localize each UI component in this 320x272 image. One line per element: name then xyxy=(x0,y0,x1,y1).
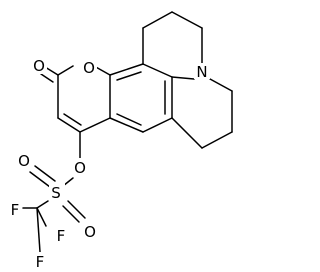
chemical-structure-diagram: O O N O S O O F F F xyxy=(8,11,233,271)
bond-ch2-e-ch2-f xyxy=(201,131,233,149)
bond-cf3-f3 xyxy=(36,207,41,253)
bond-c5-c4a-inner xyxy=(116,113,142,126)
bond-c3-c4-double-inner xyxy=(63,113,82,126)
bond-ch2-f-c6 xyxy=(171,117,203,149)
atom-label-s1: S xyxy=(51,184,61,202)
atom-labels: O O N O S O O F F F xyxy=(8,57,210,271)
atom-label-f3: F xyxy=(36,253,45,271)
bond-s-o4-double xyxy=(34,165,56,182)
atom-label-o5: O xyxy=(84,223,96,241)
bond-ch2-a-ch2-b xyxy=(142,11,173,29)
bond-c3-c4-double xyxy=(57,117,81,133)
bond-s-cf3 xyxy=(36,200,49,209)
bond-c2-exo-o-double xyxy=(44,66,59,76)
bond-n-ch2-d xyxy=(209,78,233,92)
bond-n-c7 xyxy=(171,76,195,80)
bond-c2-exo-o-double-2 xyxy=(40,73,54,83)
bond-c8a-c8 xyxy=(109,63,144,76)
bond-c8-c7 xyxy=(142,63,173,78)
atom-label-f1: F xyxy=(11,201,20,219)
bond-ch2-b-ch2-c xyxy=(171,11,203,29)
atom-label-o3: O xyxy=(74,159,86,177)
bond-c6-c5 xyxy=(142,117,173,133)
bond-s-o4-double-2 xyxy=(29,171,51,188)
bond-c2-o1 xyxy=(57,65,74,76)
bond-s-o5-double-2 xyxy=(67,200,86,219)
atom-label-o1: O xyxy=(83,59,95,77)
atom-label-o2: O xyxy=(33,57,45,75)
bond-c5-c4a xyxy=(109,117,144,133)
bonds xyxy=(22,11,233,253)
bond-c4-c4a xyxy=(79,117,111,133)
atom-label-f2: F xyxy=(57,227,66,245)
bond-c8-c8-inner xyxy=(116,71,142,81)
atom-label-o4: O xyxy=(18,152,30,170)
bond-cf3-f2 xyxy=(36,207,47,227)
atom-label-n1: N xyxy=(196,63,207,81)
bond-s-o5-double xyxy=(62,205,80,223)
